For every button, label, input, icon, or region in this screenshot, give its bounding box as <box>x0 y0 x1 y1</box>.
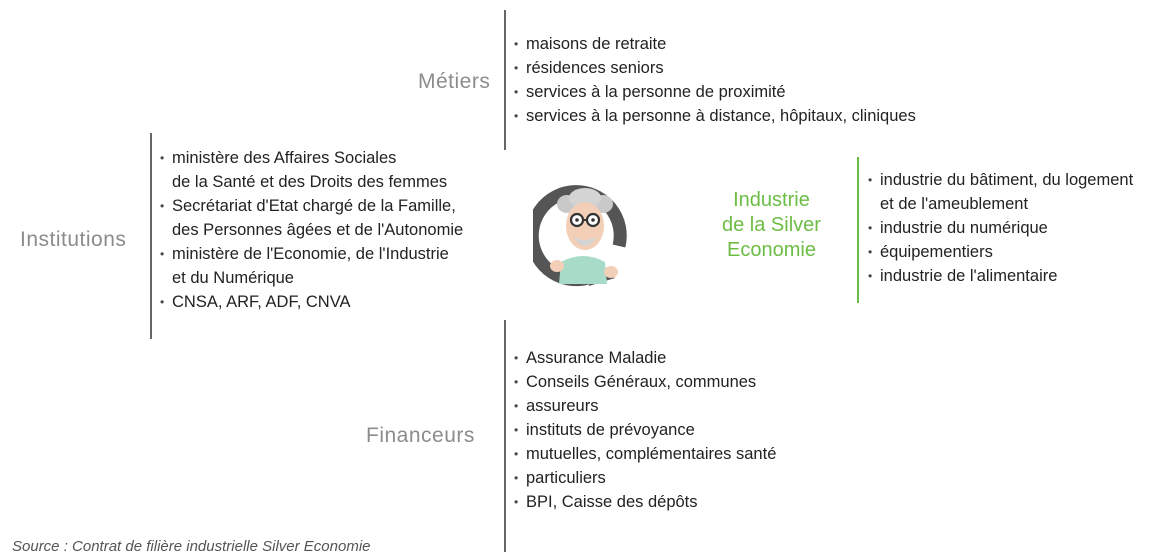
metiers-list: •maisons de retraite •résidences seniors… <box>514 32 916 128</box>
list-item: •résidences seniors <box>514 59 664 77</box>
list-item: •Assurance Maladie <box>514 349 667 367</box>
list-item: •assureurs <box>514 397 599 415</box>
silver-economy-mascot-icon <box>533 185 627 287</box>
list-item: •équipementiers <box>868 243 993 261</box>
list-item: •maisons de retraite <box>514 35 667 53</box>
source-note: Source : Contrat de filière industrielle… <box>12 538 371 555</box>
financeurs-list: •Assurance Maladie •Conseils Généraux, c… <box>514 346 776 514</box>
list-item: •Conseils Généraux, communes <box>514 373 757 391</box>
list-item: •particuliers <box>514 469 606 487</box>
financeurs-divider <box>504 320 506 552</box>
list-item: •Secrétariat d'Etat chargé de la Famille… <box>160 197 464 239</box>
list-item: •industrie de l'alimentaire <box>868 267 1058 285</box>
list-item: •mutuelles, complémentaires santé <box>514 445 777 463</box>
metiers-label: Métiers <box>418 70 491 93</box>
institutions-divider <box>150 133 152 339</box>
industrie-label: Industrie de la Silver Economie <box>722 188 821 263</box>
list-item: •industrie du numérique <box>868 219 1048 237</box>
financeurs-label: Financeurs <box>366 424 475 447</box>
industrie-divider <box>857 157 859 303</box>
industrie-label-line: de la Silver <box>722 214 821 236</box>
list-item: •BPI, Caisse des dépôts <box>514 493 698 511</box>
list-item: •services à la personne à distance, hôpi… <box>514 107 916 125</box>
list-item: •ministère de l'Economie, de l'Industrie… <box>160 245 449 287</box>
list-item: •instituts de prévoyance <box>514 421 695 439</box>
industrie-label-line: Economie <box>727 239 816 261</box>
industrie-label-line: Industrie <box>733 189 810 211</box>
institutions-label: Institutions <box>20 228 127 251</box>
list-item: •CNSA, ARF, ADF, CNVA <box>160 293 351 311</box>
metiers-divider <box>504 10 506 150</box>
list-item: •services à la personne de proximité <box>514 83 786 101</box>
